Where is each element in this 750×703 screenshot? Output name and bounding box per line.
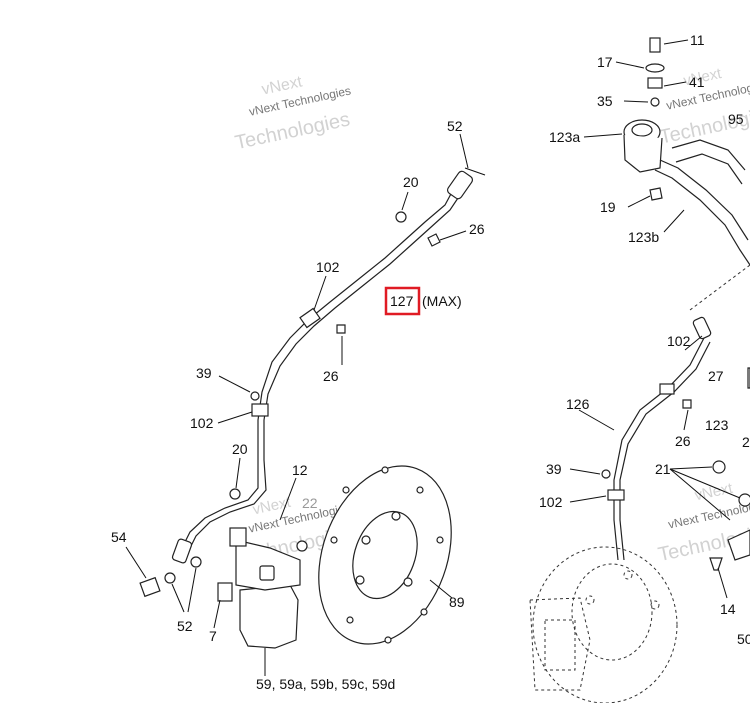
brake-caliper bbox=[217, 527, 308, 649]
nut-icon bbox=[712, 460, 726, 474]
callout-26: 26 bbox=[469, 221, 485, 237]
hose-fitting bbox=[692, 316, 712, 340]
bolt-icon bbox=[229, 527, 247, 547]
bolt-icon bbox=[709, 557, 723, 571]
callout-127-max: (MAX) bbox=[422, 293, 462, 309]
hose-clip bbox=[299, 307, 321, 329]
bolt-icon bbox=[250, 391, 260, 401]
callout-26: 26 bbox=[323, 368, 339, 384]
washer-icon bbox=[190, 556, 202, 568]
callout-89: 89 bbox=[449, 594, 465, 610]
bolt-icon bbox=[601, 469, 611, 479]
callout-39: 39 bbox=[546, 461, 562, 477]
hose-clip bbox=[607, 489, 625, 501]
callout-39: 39 bbox=[196, 365, 212, 381]
right-disc-and-caliper bbox=[529, 546, 678, 703]
bushing-icon bbox=[650, 97, 660, 107]
nut-icon bbox=[738, 493, 750, 507]
callout-102: 102 bbox=[190, 415, 214, 431]
clamp-icon bbox=[649, 187, 663, 201]
watermark-text: vNext bbox=[693, 480, 735, 505]
screw-icon bbox=[682, 399, 692, 409]
callout-27: 27 bbox=[708, 368, 724, 384]
callout-12: 12 bbox=[292, 462, 308, 478]
brake-hose-right bbox=[601, 316, 750, 571]
callout-19: 19 bbox=[600, 199, 616, 215]
callout-59: 59, 59a, 59b, 59c, 59d bbox=[256, 676, 395, 692]
banjo-bolt-group bbox=[139, 556, 202, 598]
bleeder-icon bbox=[296, 540, 308, 552]
banjo-bolt-icon bbox=[139, 576, 161, 598]
watermark-top: vNext vNext Technologies Technologies bbox=[233, 73, 352, 154]
callout-22: 22 bbox=[302, 495, 318, 511]
screw-icon bbox=[336, 324, 346, 334]
callout-102: 102 bbox=[539, 494, 563, 510]
callout-21: 21 bbox=[655, 461, 671, 477]
screw-icon bbox=[427, 233, 441, 247]
callout-123: 123 bbox=[705, 417, 729, 433]
callout-14: 14 bbox=[720, 601, 736, 617]
callout-127[interactable]: 127 bbox=[390, 293, 414, 309]
callout-labels: 11 17 41 35 95 123a 19 123b 52 20 26 102… bbox=[111, 32, 750, 692]
screw-icon bbox=[229, 488, 241, 500]
callout-17: 17 bbox=[597, 54, 613, 70]
hose-clip bbox=[251, 403, 269, 417]
callout-26: 26 bbox=[675, 433, 691, 449]
callout-11: 11 bbox=[690, 32, 705, 48]
callout-7: 7 bbox=[209, 628, 217, 644]
highlight-box[interactable] bbox=[384, 286, 421, 316]
callout-20: 20 bbox=[403, 174, 419, 190]
washer-icon bbox=[645, 63, 665, 73]
callout-102: 102 bbox=[667, 333, 691, 349]
callout-126: 126 bbox=[566, 396, 590, 412]
callout-35: 35 bbox=[597, 93, 613, 109]
callout-2: 2 bbox=[742, 434, 750, 450]
screw-icon bbox=[649, 37, 661, 53]
hose-fitting-top bbox=[446, 170, 474, 200]
grommet-icon bbox=[647, 77, 663, 89]
callout-20: 20 bbox=[232, 441, 248, 457]
hose-clip bbox=[659, 383, 675, 395]
callout-54: 54 bbox=[111, 529, 127, 545]
callout-52: 52 bbox=[447, 118, 463, 134]
callout-50: 50 bbox=[737, 631, 750, 647]
callout-95: 95 bbox=[728, 111, 744, 127]
leader-lines bbox=[125, 39, 741, 676]
master-cylinder bbox=[623, 37, 750, 311]
brake-hose-left bbox=[171, 167, 486, 564]
callout-41: 41 bbox=[689, 74, 705, 90]
callout-123b: 123b bbox=[628, 229, 659, 245]
bolt-icon bbox=[217, 582, 233, 602]
hose-fitting-bottom bbox=[171, 538, 193, 564]
callout-123a: 123a bbox=[549, 129, 580, 145]
callout-52: 52 bbox=[177, 618, 193, 634]
washer-icon bbox=[164, 572, 176, 584]
brake-disc bbox=[318, 465, 452, 645]
callout-102: 102 bbox=[316, 259, 340, 275]
screw-icon bbox=[395, 211, 407, 223]
